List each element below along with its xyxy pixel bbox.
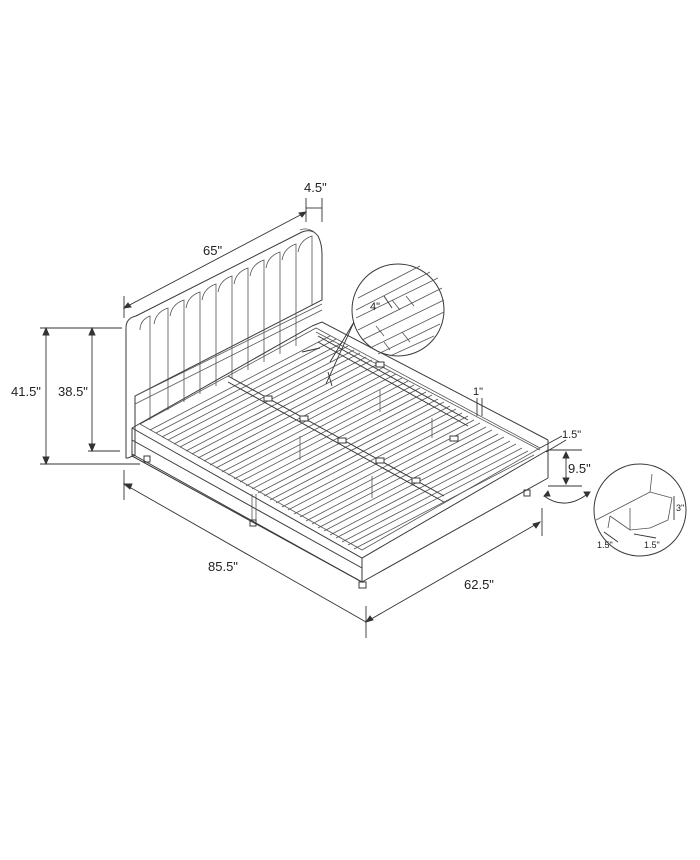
leg-height-label: 3" [676,503,685,513]
slat-detail-callout [351,263,445,357]
bed-frame [131,321,549,589]
headboard-width-label: 65" [203,243,223,258]
rail-width-label: 1" [473,386,484,398]
headboard-height-label: 38.5" [58,384,88,399]
side-height-label: 9.5" [568,461,591,476]
slat-spacing-label: 4" [370,301,381,313]
callout-arrows [325,321,591,504]
dimension-lines [40,198,582,638]
headboard [125,228,323,459]
leg-width-a-label: 1.5" [597,540,613,550]
leg-width-b-label: 1.5" [644,540,660,550]
leg-detail-callout [593,463,687,557]
headboard-depth-label: 4.5" [304,180,327,195]
center-rails [227,335,469,503]
overall-length-label: 85.5" [208,559,238,574]
overall-height-label: 41.5" [11,384,41,399]
overall-width-label: 62.5" [464,577,494,592]
frame-thickness-label: 1.5" [562,429,582,441]
